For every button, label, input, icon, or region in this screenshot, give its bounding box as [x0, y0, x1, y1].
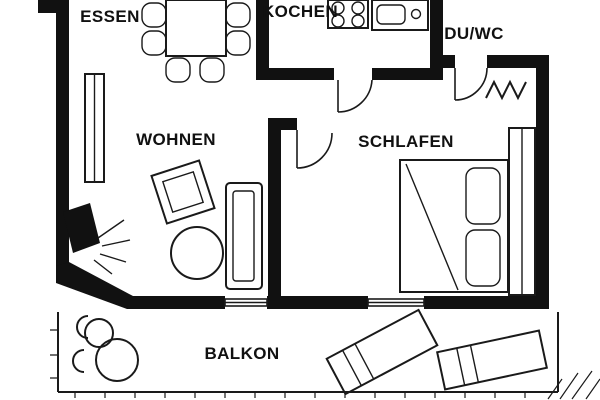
- living-furniture: [63, 73, 263, 290]
- dining-chair: [225, 2, 251, 28]
- tilted-armchair-outer: [150, 159, 216, 225]
- wall-bath-bottom-a: [443, 55, 455, 68]
- bedroom-door-arc: [296, 132, 333, 169]
- label-bedroom: SCHLAFEN: [358, 132, 454, 151]
- stove-burner: [331, 1, 345, 15]
- stove: [327, 0, 369, 29]
- balcony-furniture: [50, 308, 600, 400]
- stove-burner: [331, 14, 345, 28]
- ground-hatch: [547, 370, 600, 400]
- wall-right: [536, 55, 549, 309]
- sun-lounger: [435, 329, 549, 391]
- room-labels: ESSEN KOCHEN DU/WC WOHNEN SCHLAFEN BALKO…: [80, 2, 504, 363]
- wall-left-diagonal: [56, 262, 133, 309]
- sun-lounger-line: [469, 345, 480, 383]
- wall-bottom-living: [127, 296, 225, 309]
- wall-kitchen-bottom-a: [256, 68, 334, 80]
- dining-chair: [141, 30, 167, 56]
- bed-pillow: [465, 229, 501, 287]
- sun-lounger-line: [354, 343, 375, 380]
- stove-burner: [351, 14, 365, 28]
- railing-ticks-left: [50, 329, 58, 379]
- sun-lounger-line: [341, 349, 362, 386]
- wall-bottom-bedroom: [424, 296, 549, 309]
- dining-chair: [141, 2, 167, 28]
- radiator-zigzag: [485, 79, 527, 101]
- tilted-armchair-inner: [161, 170, 205, 214]
- bed-pillow: [465, 167, 501, 225]
- bedroom-furniture: [399, 127, 536, 296]
- label-balcony: BALKON: [204, 344, 279, 363]
- sink-faucet: [410, 8, 422, 20]
- tilted-armchair: [150, 159, 216, 225]
- bistro-chair: [72, 349, 85, 373]
- sun-lounger-frame: [325, 308, 439, 396]
- kitchen-door-arc: [337, 79, 373, 113]
- label-dining: ESSEN: [80, 7, 140, 26]
- wall-dining-kitchen: [256, 0, 269, 80]
- railing-ticks-bottom: [74, 392, 526, 398]
- doors: [224, 67, 488, 307]
- sink-counter: [371, 0, 429, 31]
- wall-kitchen-bottom-b: [372, 68, 443, 80]
- sun-lounger: [325, 308, 439, 396]
- dining-chair: [225, 30, 251, 56]
- stove-burner: [351, 1, 365, 15]
- sink-basin: [376, 4, 406, 25]
- sofa-seat: [232, 190, 255, 282]
- sun-lounger-frame: [435, 329, 549, 391]
- sofa: [225, 182, 263, 290]
- label-living: WOHNEN: [136, 130, 216, 149]
- bistro-table-small: [84, 318, 114, 348]
- bed-fold-line: [405, 163, 459, 291]
- label-bath: DU/WC: [444, 24, 504, 43]
- bistro-chair: [76, 315, 89, 339]
- lamp-rays: [93, 219, 131, 275]
- kitchen-fixtures: [327, 0, 429, 31]
- walls: [38, 0, 549, 309]
- floor-lamp: [63, 203, 100, 253]
- bistro-table: [95, 338, 139, 382]
- dining-chair: [165, 57, 191, 83]
- wall-living-bedroom: [268, 118, 281, 296]
- bath-door-arc: [454, 67, 488, 101]
- label-kitchen: KOCHEN: [262, 2, 338, 21]
- bed: [399, 159, 509, 293]
- wall-door-jamb: [281, 118, 297, 130]
- coffee-table: [170, 226, 224, 280]
- dining-chair: [199, 57, 225, 83]
- wall-bath-bottom-b: [487, 55, 549, 68]
- sun-lounger-line: [456, 347, 466, 386]
- dining-table: [165, 0, 227, 57]
- dining-set: [141, 0, 251, 83]
- wall-bottom-middle: [267, 296, 368, 309]
- wall-left: [56, 0, 69, 270]
- wall-kitchen-bath: [430, 0, 443, 68]
